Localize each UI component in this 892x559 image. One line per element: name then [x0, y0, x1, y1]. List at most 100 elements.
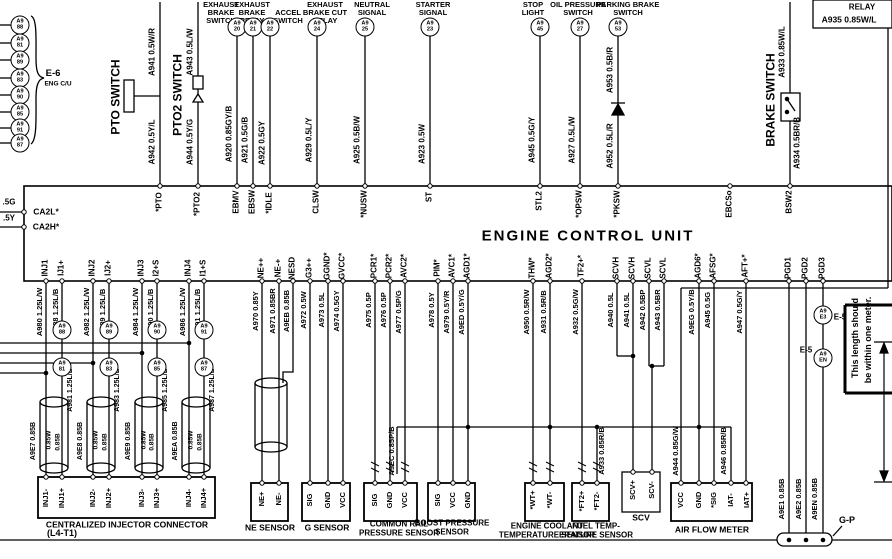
shield3-w: 0.85W — [140, 430, 148, 450]
injbox-pin-inj1p: INJ1+ — [56, 487, 66, 509]
ne-pin-minus: NE- — [273, 492, 283, 506]
pin — [90, 474, 96, 480]
e6-sub-label: ENG C/U — [44, 80, 72, 88]
pin — [711, 480, 717, 486]
twist-marks — [370, 461, 602, 473]
pin — [465, 480, 471, 486]
wire-a932: A932 0.5G/W — [570, 289, 580, 335]
pin — [649, 469, 655, 475]
afm-pin-iatm: IAT- — [725, 493, 735, 507]
ecu-pin-ebmv: EBMV — [231, 190, 241, 214]
cr-pin-gnd: GND — [384, 491, 394, 509]
ecu-pin-pcr2: PCR2* — [384, 253, 394, 279]
pin — [579, 480, 585, 486]
pin-circles — [21, 183, 826, 486]
wire-a925: A925 0.5B/W — [352, 115, 362, 165]
pin — [820, 278, 826, 284]
pin — [450, 480, 456, 486]
pin — [530, 480, 536, 486]
wire-a9e9: A9E9 0.85B — [125, 421, 133, 461]
relay-box — [812, 0, 892, 29]
ecu-pin-pksw: *PKSW — [612, 190, 622, 218]
pin — [154, 278, 160, 284]
injbox-pin-inj4m: INJ4- — [183, 488, 193, 508]
e5-upper-label: E-5 — [833, 312, 847, 322]
dimension-arrow — [874, 341, 892, 483]
afm-pin-sig: *SIG — [708, 492, 718, 508]
fuel-temp-sensor-box — [571, 482, 610, 522]
brake-switch-symbol — [780, 92, 801, 122]
pto-switch-symbol — [123, 79, 135, 113]
cr-caption: COMMON RAIL PRESSURE SENSOR — [358, 519, 440, 537]
pin — [711, 278, 717, 284]
pin — [678, 480, 684, 486]
ecu-pin-tf2: TF2+* — [576, 254, 586, 278]
afm-pin-iatp: IAT+ — [741, 492, 751, 508]
pin — [90, 278, 96, 284]
wire-a985: A985 1.25L/B — [162, 368, 170, 412]
ecu-pin-thw: THW* — [527, 257, 537, 279]
ecu-pin-ebcso: EBCSo — [724, 190, 734, 218]
coolant-sensor-box — [524, 482, 565, 522]
wire-a933b: A933 0.85R/B — [596, 427, 606, 475]
wire-a942b: A942 0.5BP — [637, 289, 647, 331]
pin — [276, 480, 282, 486]
ecu-pin-nepp: NE++ — [256, 257, 266, 279]
pin — [372, 278, 378, 284]
ecu-pin-bsw2: BSW2 — [784, 190, 794, 214]
ecu-pin-nemp: NE-+ — [273, 258, 283, 278]
starter-signal-label: STARTER SIGNAL — [415, 0, 451, 17]
wire-a9e1: A9E1 0.85B — [776, 478, 786, 520]
wire-a941: A941 0.5W/R — [147, 27, 157, 77]
ects-caption: ENGINE COOLANT TEMPERATURE SENSOR — [498, 521, 596, 539]
cr-pin-vcc: VCC — [399, 492, 409, 508]
pin — [307, 480, 313, 486]
wire-a952: A952 0.5L/R — [605, 123, 615, 169]
ecu-pin-aft: AFT+* — [740, 254, 750, 278]
wire-a9ed: A9ED 0.5Y/G — [456, 289, 466, 335]
pin — [250, 183, 256, 189]
pin — [786, 278, 792, 284]
pin — [186, 474, 192, 480]
pin — [267, 183, 273, 189]
boost-pin-sig: SIG — [432, 493, 442, 507]
pto2-arrow-symbol — [191, 92, 205, 103]
pin — [59, 474, 65, 480]
wire-a940: A940 0.5L — [605, 292, 615, 328]
scv-pin-plus: SCV+ — [627, 480, 637, 500]
pin — [530, 278, 536, 284]
wire-a9eg: A9EG 0.5Y/B — [686, 289, 696, 335]
wire-a931: A931 0.5R/B — [538, 290, 548, 334]
pin — [614, 278, 620, 284]
wire-a978: A978 0.5Y — [426, 292, 436, 328]
g-pin-gnd: GND — [322, 491, 332, 509]
wire-a942: A942 0.5Y/L — [147, 119, 157, 165]
pto2-switch-label: PTO2 SWITCH — [170, 54, 185, 136]
junction-dots — [43, 340, 826, 543]
wire-a973: A973 0.5L — [316, 292, 326, 328]
pin — [139, 278, 145, 284]
ects-pin-wtm: *WT- — [544, 491, 554, 509]
wire-a981: A981 1.25L/B — [67, 368, 75, 412]
parking-brake-switch-label: PARKING BRAKE SWITCH — [596, 0, 660, 17]
wire-a921: A921 0.5G/B — [240, 116, 250, 164]
pin — [387, 480, 393, 486]
wire-a9e8: A9E8 0.85B — [77, 421, 85, 461]
ecu-pin-i2s: I2+S — [151, 259, 161, 277]
wire-a9ea: A9EA 0.85B — [172, 421, 180, 461]
pin — [402, 278, 408, 284]
ecu-box — [23, 185, 892, 282]
ecu-pin-ij2p: IJ2+ — [103, 260, 113, 276]
wire-a929: A929 0.5L/Y — [304, 117, 314, 163]
shield4-b: 0.85B — [196, 433, 204, 451]
pin — [325, 480, 331, 486]
pto-switch-label: PTO SWITCH — [108, 59, 123, 135]
